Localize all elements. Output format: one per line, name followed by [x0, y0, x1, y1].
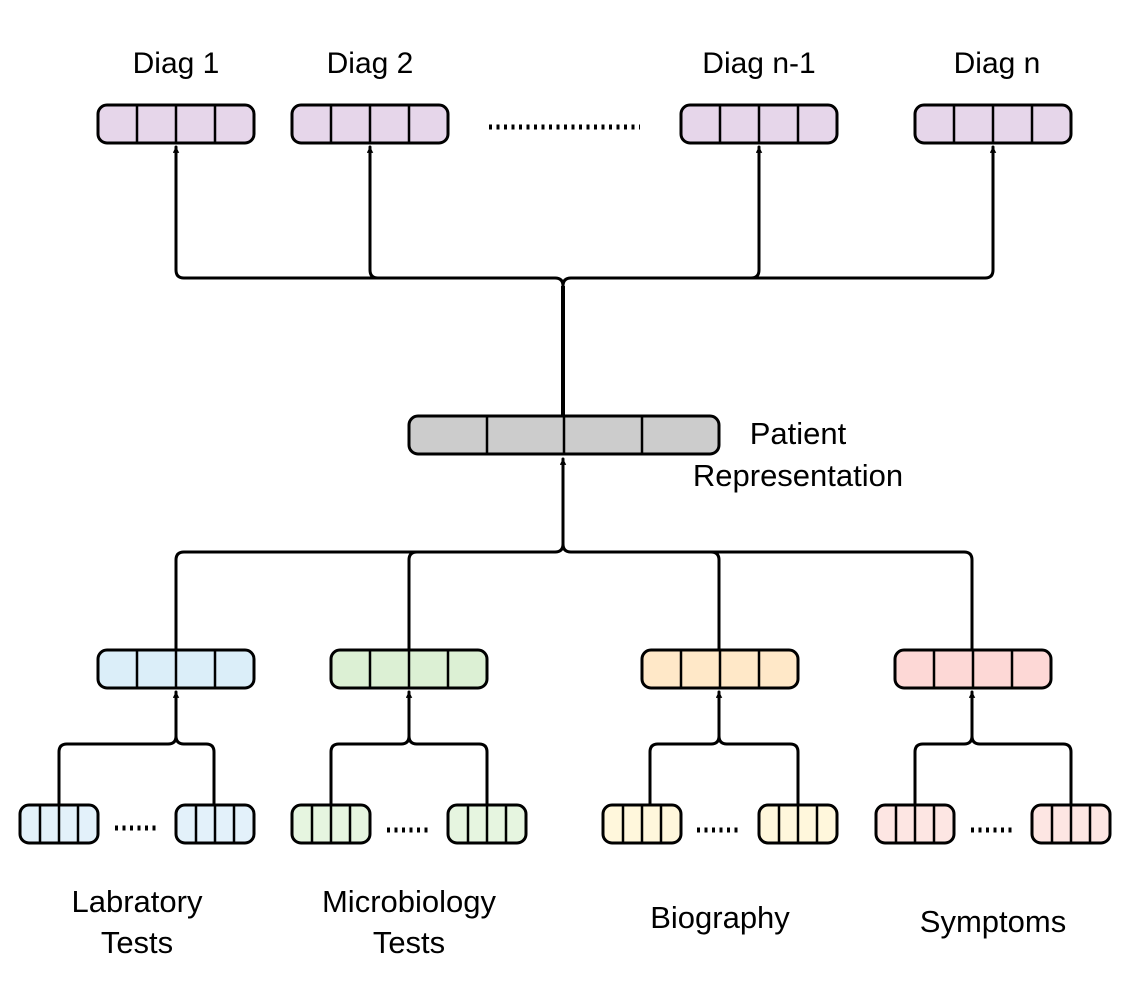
output-connectors: [172, 145, 997, 415]
symptoms-vector: [893, 648, 1053, 690]
input-connectors: [57, 690, 1073, 807]
patient-label-line2: Representation: [693, 458, 903, 493]
diag-2-vector: [290, 103, 450, 145]
diag-n-label: Diag n: [954, 47, 1041, 80]
microbiology-tests-vector: [329, 648, 489, 690]
lab-tests-label-line2: Tests: [101, 925, 173, 960]
micro-input-vector-first: [290, 803, 372, 845]
patient-label-line1: Patient: [750, 416, 847, 451]
patient-representation-vector: [407, 414, 721, 456]
lab-input-vector-last: [174, 803, 256, 845]
symptom-input-vector-first: [874, 803, 956, 845]
modality-connectors: [174, 457, 974, 652]
microbiology-tests-label-line2: Tests: [373, 925, 445, 960]
diag-1-vector: [96, 103, 256, 145]
diag-n-vector: [913, 103, 1073, 145]
diag-2-label: Diag 2: [327, 47, 414, 80]
micro-input-vector-last: [446, 803, 528, 845]
biography-label: Biography: [650, 900, 790, 935]
diag-n-1-label: Diag n-1: [702, 47, 815, 80]
diag-n-1-vector: [679, 103, 839, 145]
lab-tests-vector: [96, 648, 256, 690]
symptom-input-vector-last: [1030, 803, 1112, 845]
diag-1-label: Diag 1: [133, 47, 220, 80]
symptoms-label: Symptoms: [920, 904, 1066, 939]
bio-input-vector-last: [757, 803, 839, 845]
lab-tests-label-line1: Labratory: [72, 884, 203, 919]
biography-vector: [640, 648, 800, 690]
lab-input-vector-first: [18, 803, 100, 845]
microbiology-tests-label-line1: Microbiology: [322, 884, 497, 919]
bio-input-vector-first: [601, 803, 683, 845]
